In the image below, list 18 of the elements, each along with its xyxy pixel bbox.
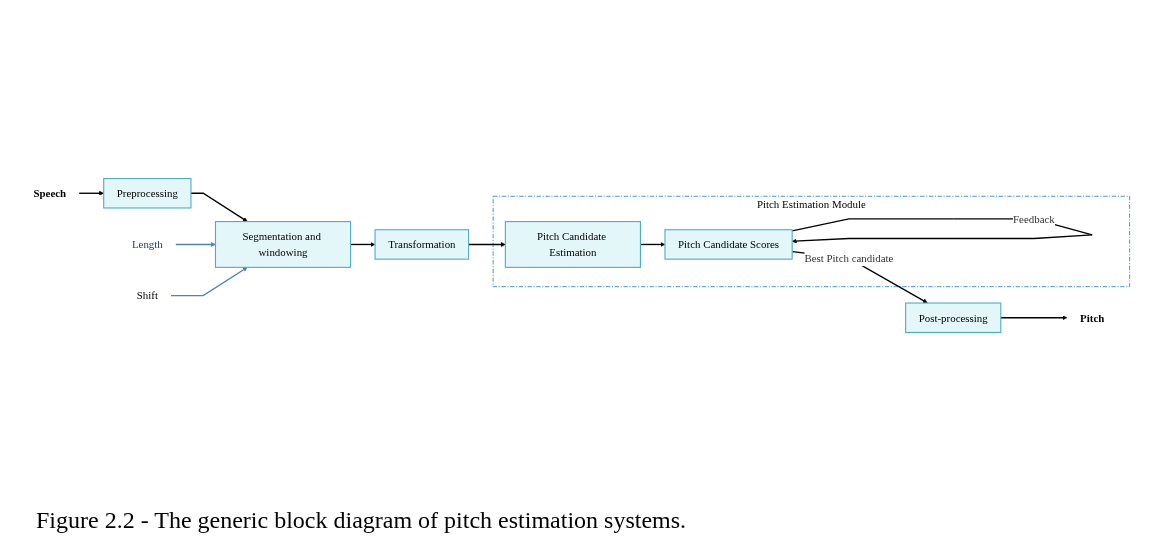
edge-label: Feedback bbox=[1013, 212, 1055, 225]
arrow bbox=[78, 190, 104, 196]
node-text: Length bbox=[131, 238, 163, 251]
node-box: Transformation bbox=[374, 229, 470, 260]
arrow bbox=[190, 192, 248, 222]
node-box: Post-processing bbox=[905, 302, 1002, 333]
node-text: Speech bbox=[33, 187, 67, 200]
edge-label: Best Pitch candidate bbox=[804, 252, 894, 265]
figure-caption: Figure 2.2 - The generic block diagram of pitch estimation systems. bbox=[36, 507, 687, 534]
node-box: Pitch Candidate Scores bbox=[664, 229, 793, 260]
node-box: Segmentation and windowing bbox=[214, 221, 352, 268]
node-text: Pitch bbox=[1080, 311, 1105, 324]
arrow bbox=[175, 242, 216, 247]
arrow bbox=[170, 267, 248, 297]
node-box: Preprocessing bbox=[103, 178, 192, 209]
node-box: Pitch Candidate Estimation bbox=[504, 221, 641, 268]
node-text: Shift bbox=[136, 289, 158, 302]
arrow bbox=[1000, 315, 1068, 321]
